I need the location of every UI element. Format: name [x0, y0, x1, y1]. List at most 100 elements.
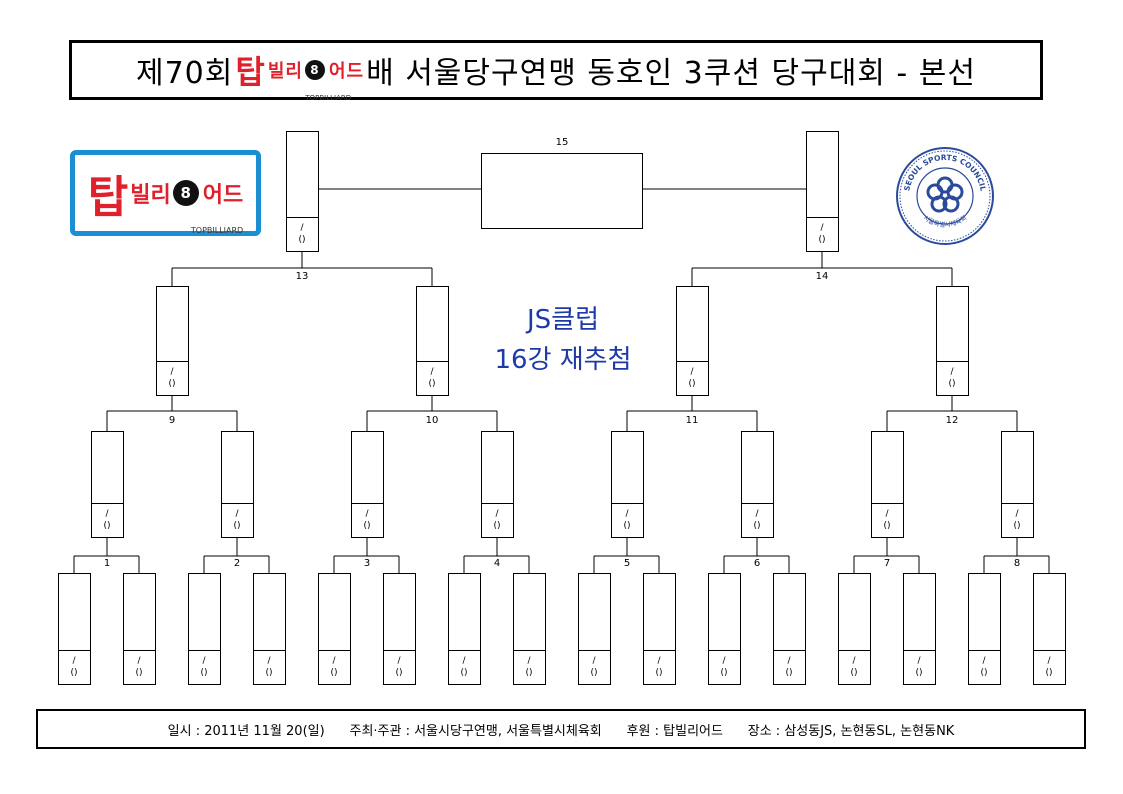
record-score: / — [462, 656, 466, 666]
slot-record: / () — [253, 650, 285, 684]
record-score: / — [1015, 509, 1019, 519]
record-detail: () — [103, 521, 111, 531]
record-score: / — [885, 509, 889, 519]
slot-record: / () — [838, 650, 870, 684]
slot-record: /() — [611, 503, 643, 537]
record-detail: () — [720, 668, 728, 678]
player-slot: /() — [187, 573, 221, 685]
record-score: / — [1047, 656, 1051, 666]
player-slot: /() — [805, 131, 839, 252]
record-detail: () — [688, 379, 696, 389]
slot-record: /() — [156, 361, 188, 395]
center-notice: JS클럽 16강 재추첨 — [458, 300, 668, 380]
slot-record: /() — [351, 503, 383, 537]
player-slot: / () — [935, 286, 969, 396]
player-slot: / () — [902, 573, 936, 685]
record-score: / — [950, 367, 954, 377]
slot-record: /() — [383, 650, 415, 684]
record-score: / — [917, 656, 921, 666]
record-detail: () — [525, 668, 533, 678]
record-detail: () — [590, 668, 598, 678]
record-detail: () — [135, 668, 143, 678]
slot-record: / () — [91, 503, 123, 537]
footer-date: 일시 : 2011년 11월 20(일) — [167, 723, 325, 739]
match-number: 4 — [493, 558, 501, 569]
slot-record: /() — [318, 650, 350, 684]
slot-record: /() — [416, 361, 448, 395]
record-score: / — [430, 367, 434, 377]
slot-record: /() — [513, 650, 545, 684]
player-slot: / () — [870, 431, 904, 538]
player-slot: / () — [837, 573, 871, 685]
slot-record: /() — [221, 503, 253, 537]
record-detail: () — [493, 521, 501, 531]
record-detail: () — [265, 668, 273, 678]
record-detail: () — [915, 668, 923, 678]
record-score: / — [170, 367, 174, 377]
record-score: / — [267, 656, 271, 666]
record-detail: () — [980, 668, 988, 678]
player-slot: / () — [447, 573, 481, 685]
record-detail: () — [298, 235, 306, 245]
player-slot: /() — [350, 431, 384, 538]
player-slot: /() — [285, 131, 319, 252]
slot-record: /() — [1033, 650, 1065, 684]
player-slot: /() — [155, 286, 189, 396]
player-slot: /() — [967, 573, 1001, 685]
record-detail: () — [70, 668, 78, 678]
slot-record: / () — [871, 503, 903, 537]
record-score: / — [755, 509, 759, 519]
slot-record: /() — [188, 650, 220, 684]
player-slot: / () — [480, 431, 514, 538]
player-slot: / () — [675, 286, 709, 396]
record-detail: () — [655, 668, 663, 678]
title-suffix: 배 서울당구연맹 동호인 3쿠션 당구대회 - 본선 — [366, 56, 976, 91]
footer-host: 주최·주관 : 서울시당구연맹, 서울특별시체육회 — [349, 723, 602, 739]
slot-record: /() — [708, 650, 740, 684]
player-slot: / () — [252, 573, 286, 685]
record-detail: () — [460, 668, 468, 678]
match-number: 7 — [883, 558, 891, 569]
match-number: 12 — [945, 415, 959, 426]
match-number: 2 — [233, 558, 241, 569]
record-detail: () — [850, 668, 858, 678]
title-prefix: 제70회 — [135, 56, 234, 91]
record-detail: () — [883, 521, 891, 531]
match-number: 15 — [555, 137, 569, 148]
slot-record: /() — [643, 650, 675, 684]
slot-record: / () — [936, 361, 968, 395]
player-slot: / () — [90, 431, 124, 538]
match-number: 5 — [623, 558, 631, 569]
player-slot: / () — [577, 573, 611, 685]
player-slot: /() — [772, 573, 806, 685]
record-score: / — [690, 367, 694, 377]
player-slot: /() — [382, 573, 416, 685]
record-detail: () — [363, 521, 371, 531]
match-number: 9 — [168, 415, 176, 426]
event-info-footer: 일시 : 2011년 11월 20(일) 주최·주관 : 서울시당구연맹, 서울… — [36, 709, 1086, 749]
match-number: 13 — [295, 271, 309, 282]
record-detail: () — [818, 235, 826, 245]
slot-record: / () — [578, 650, 610, 684]
record-score: / — [495, 509, 499, 519]
record-score: / — [852, 656, 856, 666]
slot-record: / () — [448, 650, 480, 684]
footer-venue: 장소 : 삼성동JS, 논현동SL, 논현동NK — [747, 723, 955, 739]
slot-record: / () — [903, 650, 935, 684]
player-slot: /() — [740, 431, 774, 538]
record-score: / — [202, 656, 206, 666]
record-score: / — [787, 656, 791, 666]
record-score: / — [397, 656, 401, 666]
record-score: / — [592, 656, 596, 666]
eight-ball-icon: 8 — [172, 180, 199, 206]
slot-record: /() — [286, 217, 318, 251]
record-detail: () — [948, 379, 956, 389]
record-detail: () — [1013, 521, 1021, 531]
player-slot: / () — [1000, 431, 1034, 538]
record-score: / — [105, 509, 109, 519]
match-number: 11 — [685, 415, 699, 426]
